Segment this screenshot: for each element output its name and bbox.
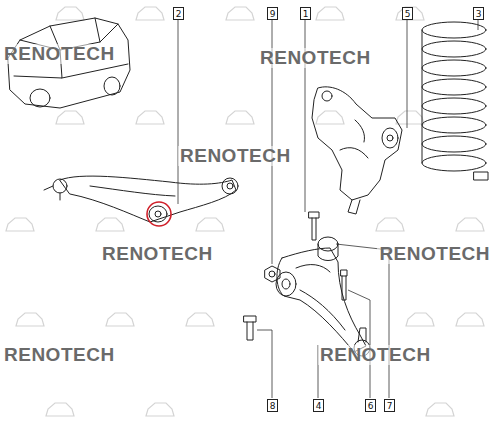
logo-watermark [56, 111, 84, 124]
callout-number: 5 [402, 7, 413, 20]
spring-coil [422, 98, 486, 114]
watermark-text: RENOTECH [318, 345, 433, 365]
callout-text: 6 [368, 401, 374, 411]
callout-number: 6 [365, 399, 376, 412]
logo-watermark [106, 313, 134, 326]
steering-knuckle [312, 87, 402, 214]
watermark-text: RENOTECH [100, 244, 215, 264]
leader-line [389, 250, 390, 398]
spring-coil [422, 136, 486, 152]
logo-watermark [46, 403, 74, 416]
logo-watermark [56, 7, 84, 20]
logo-watermark [456, 218, 484, 231]
callout-number: 2 [173, 7, 184, 20]
callout-text: 2 [176, 9, 182, 19]
callout-number: 1 [300, 7, 311, 20]
nut [265, 266, 280, 282]
callout-number: 3 [473, 7, 484, 20]
spring-coil [422, 22, 486, 38]
spring-coil [422, 60, 486, 76]
watermark-text: RENOTECH [178, 146, 293, 166]
logo-watermark [316, 111, 344, 124]
logo-watermark [146, 403, 174, 416]
watermark-text: RENOTECH [2, 345, 117, 365]
leader-line [348, 290, 370, 300]
watermark-text: RENOTECH [2, 44, 117, 64]
logo-watermark [136, 7, 164, 20]
logo-watermark [456, 313, 484, 326]
leader-lines [178, 20, 478, 398]
lower-wishbone [276, 237, 370, 356]
lower-arm-side-view [44, 176, 238, 222]
callout-text: 4 [316, 401, 322, 411]
spring-coil [422, 79, 486, 95]
leader-line [178, 20, 179, 204]
watermark-text: RENOTECH [258, 48, 373, 68]
spring-coil [422, 41, 486, 57]
logo-watermark [406, 313, 434, 326]
callout-text: 7 [387, 401, 393, 411]
logo-watermark [426, 403, 454, 416]
callout-text: 5 [405, 9, 411, 19]
logo-watermark [96, 218, 124, 231]
logo-watermark [396, 111, 424, 124]
logo-watermark [316, 7, 344, 20]
callout-text: 3 [476, 9, 482, 19]
spring-seat [474, 172, 488, 180]
logo-watermark [226, 7, 254, 20]
callout-text: 1 [303, 9, 309, 19]
logo-watermark [186, 313, 214, 326]
leader-line [272, 330, 273, 398]
leader-line [407, 20, 408, 128]
callout-text: 8 [270, 401, 276, 411]
callout-number: 8 [267, 399, 278, 412]
watermark-text: RENOTECH [377, 244, 492, 264]
logo-watermark [196, 218, 224, 231]
logo-watermark [16, 313, 44, 326]
callout-number: 7 [384, 399, 395, 412]
leader-line [257, 330, 272, 331]
logo-watermark [396, 7, 424, 20]
spring-coil [422, 155, 486, 171]
bolt [244, 316, 256, 340]
logo-watermark [136, 111, 164, 124]
leader-line [478, 20, 479, 30]
bolt [341, 270, 347, 300]
bolt [309, 212, 319, 240]
spring-coil [422, 117, 486, 133]
logo-watermark [6, 218, 34, 231]
logo-watermark [226, 111, 254, 124]
callout-number: 9 [267, 7, 278, 20]
highlight-circle [147, 202, 171, 226]
callout-number: 4 [313, 399, 324, 412]
logo-watermark [376, 218, 404, 231]
coil-spring [422, 22, 486, 171]
callout-text: 9 [270, 9, 276, 19]
